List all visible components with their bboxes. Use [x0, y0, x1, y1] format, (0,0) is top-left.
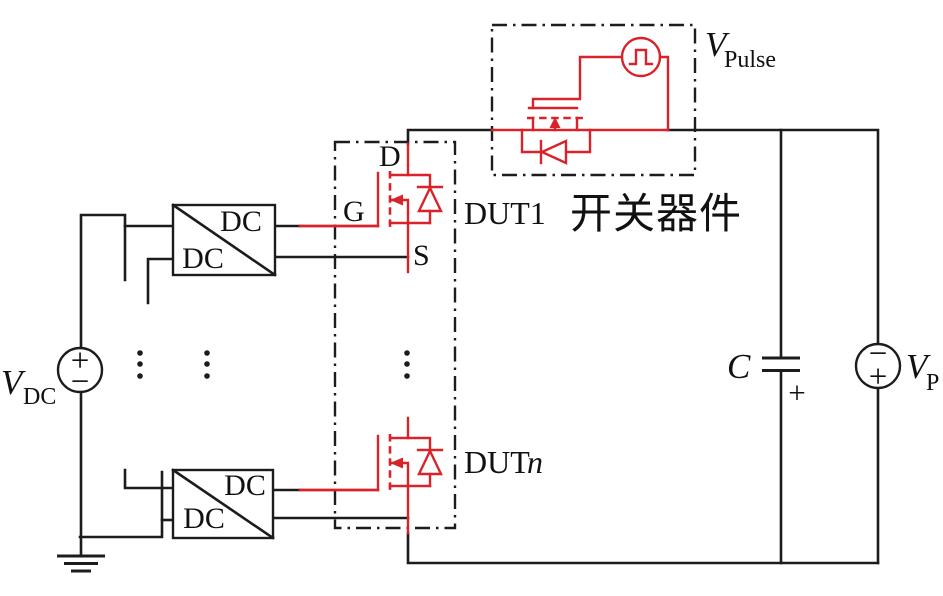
- dut1-arrow: [390, 194, 403, 206]
- wire-conv1-in-bottom: [146, 257, 175, 305]
- capacitor-icon: [762, 356, 800, 372]
- vdc-source-icon: + −: [56, 343, 104, 400]
- dut1-pin-d: D: [379, 140, 401, 173]
- vp-label-sub: P: [926, 370, 939, 396]
- wire-top-rail-left: [406, 128, 494, 146]
- ground-icon: [57, 554, 105, 573]
- vdc-plus-sign: +: [71, 343, 90, 379]
- capacitor-plus-sign: +: [788, 375, 805, 410]
- dut1-pin-g: G: [343, 195, 365, 228]
- dut1-mosfet-icon: [298, 142, 444, 274]
- switch-diode-left: [520, 128, 543, 154]
- dutn-diode-top: [406, 436, 432, 452]
- capacitor-label: C: [727, 347, 751, 386]
- vp-minus-sign: −: [869, 336, 888, 372]
- vp-label: V: [906, 347, 931, 386]
- switch-box-outline: [490, 23, 697, 177]
- dcdc-converter-2: DC DC: [171, 468, 275, 540]
- switch-arrow: [549, 117, 561, 128]
- switch-gate-wire: [531, 55, 624, 110]
- wire-conv2-in-top: [123, 468, 175, 490]
- dut1-diode-top: [406, 173, 432, 189]
- conv2-diagonal: [171, 468, 275, 540]
- dutn-drain-lead: [388, 416, 410, 440]
- wire-top-rail-right: [666, 128, 880, 346]
- conv1-label-top: DC: [220, 205, 262, 238]
- dut1-label: DUT1: [464, 195, 546, 231]
- switch-box-caption: 开关器件: [570, 192, 742, 238]
- vdc-minus-sign: −: [71, 364, 90, 400]
- dutn-label: DUT: [464, 444, 530, 480]
- pulse-waveform-glyph: [628, 48, 654, 66]
- switch-mosfet-icon: [490, 36, 670, 165]
- conv2-label-bottom: DC: [183, 502, 225, 535]
- switch-pulse-return: [658, 55, 670, 132]
- wire-bottom-left: [78, 470, 164, 539]
- dut1-pin-s: S: [413, 239, 430, 272]
- vdc-label-sub: DC: [23, 384, 56, 410]
- dutn-body-diode-icon: [417, 448, 443, 476]
- dutn-mosfet-icon: [298, 416, 444, 535]
- vp-plus-sign: +: [869, 359, 888, 395]
- conv2-label-top: DC: [224, 469, 266, 502]
- black-wires: [78, 128, 880, 565]
- wire-bottom-rail: [406, 531, 880, 565]
- dutn-arrow: [390, 457, 403, 469]
- dut1-body-diode-icon: [417, 185, 443, 213]
- pulse-source-icon: [620, 36, 662, 78]
- vpulse-label-sub: Pulse: [724, 47, 776, 73]
- switch-diode-right: [564, 128, 592, 154]
- switch-body-diode-icon: [539, 139, 568, 165]
- ellipsis-dots: [137, 350, 410, 379]
- dutn-label-index: n: [527, 444, 543, 480]
- vdc-label: V: [1, 363, 26, 402]
- vpulse-label: V: [705, 25, 730, 64]
- dut-box-outline: [333, 140, 457, 530]
- dcdc-converter-1: DC DC: [171, 203, 277, 277]
- conv1-diagonal: [171, 203, 277, 277]
- conv1-label-bottom: DC: [182, 242, 224, 275]
- vp-source-icon: − +: [854, 336, 902, 395]
- wire-vdc-positive: [79, 213, 127, 350]
